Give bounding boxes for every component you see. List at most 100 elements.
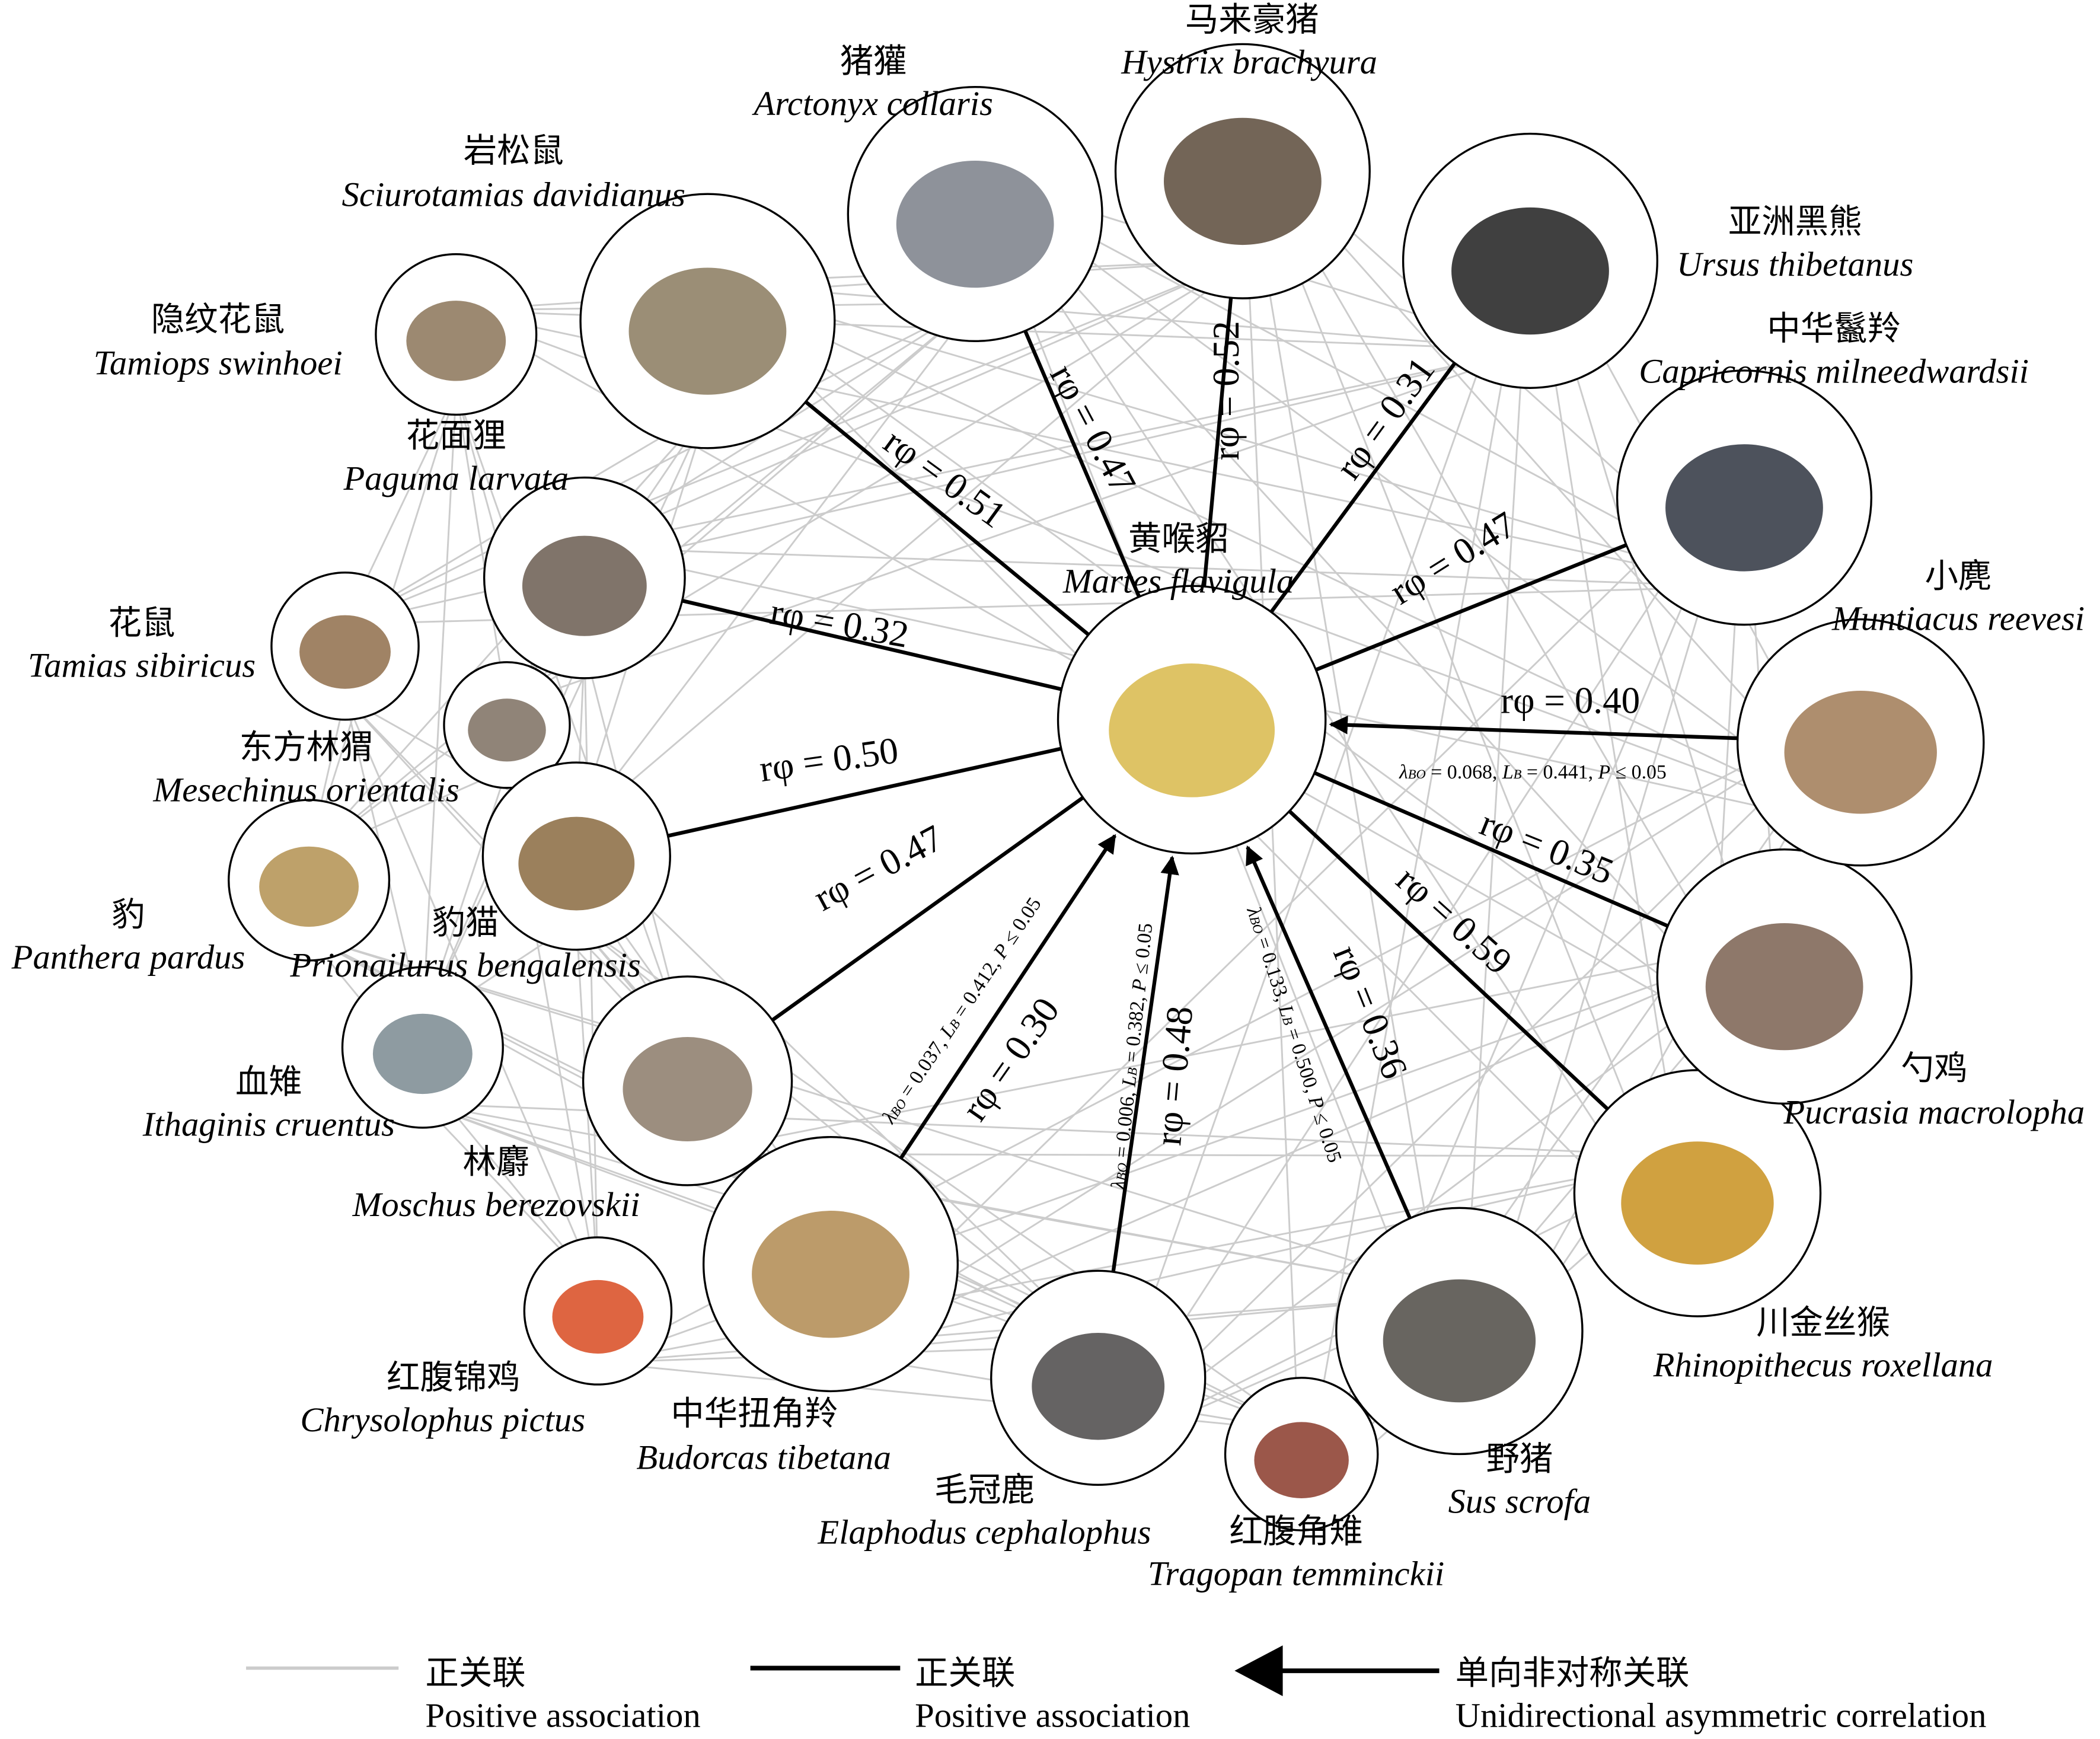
species-node-budorcas[interactable] [702,1136,959,1393]
gray-edge-ursus-paguma [584,349,1531,549]
tamias-photo-icon [299,615,391,689]
species-node-tamiops[interactable] [375,253,538,416]
ithaginis-photo-icon [372,1013,473,1095]
mesechinus-photo-icon [468,698,546,762]
species-latin-name: Sciurotamias davidianus [342,175,685,213]
species-cn-name: 毛冠鹿 [934,1470,1035,1509]
legend-3-cn: 单向非对称关联 [1456,1654,1690,1692]
species-cn-name: 勺鸡 [1901,1049,1968,1088]
species-cn-name: 黄喉貂 [1128,519,1228,558]
budorcas-photo-icon [752,1211,909,1338]
species-latin-name: Prionailurus bengalensis [289,946,640,984]
edge-r-label-ursus: rφ = 0.31 [1327,349,1443,486]
species-node-muntiacus[interactable] [1736,618,1985,867]
lambda-label-part: P [1128,978,1151,993]
species-node-sus[interactable] [1335,1207,1584,1456]
lambda-label-part: B [1125,1067,1140,1077]
species-node-sciurotamias[interactable] [579,193,836,449]
species-latin-name: Tamiops swinhoei [94,344,343,382]
species-node-mesechinus[interactable] [443,661,571,789]
p-value: ≤ 0.05 [1130,922,1157,975]
edge-sus [1246,845,1412,1219]
lambda-label-part: = [1120,1045,1144,1068]
gray-edge-ursus-mesechinus [506,349,1531,707]
edge-hystrix [1202,297,1233,587]
species-node-rhinopithecus[interactable] [1573,1069,1822,1317]
elaphodus-photo-icon [1032,1333,1165,1440]
lambda-label-part: B [1514,767,1522,781]
gray-edge-paguma-chrysolophus [583,648,599,1289]
lambda-label-part: L [1502,761,1514,783]
species-cn-name: 花面狸 [406,417,506,455]
species-latin-name: Paguma larvata [343,459,569,497]
gray-edge-hystrix-prionailurus [576,259,1243,829]
gray-edge-elaphodus-capricornis [1097,459,1745,1453]
sciurotamias-photo-icon [628,267,787,395]
lambda-label-part: , [1588,761,1598,783]
edge-budorcas [899,834,1117,1160]
species-node-tragopan[interactable] [1224,1377,1379,1531]
species-nodes [228,43,1985,1531]
legend-1-cn: 正关联 [425,1654,525,1692]
gray-edge-pucrasia-arctonyx [974,175,1785,1067]
lambda-label-part: = [1426,761,1447,783]
species-node-hystrix[interactable] [1114,43,1371,299]
lambda-label-part: λ [1399,761,1408,783]
panthera-photo-icon [259,846,359,927]
species-node-tamias[interactable] [270,571,420,721]
species-cn-name: 野猪 [1486,1440,1553,1479]
p-value: ≤ 0.05 [1616,761,1667,783]
species-cn-name: 中华鬣羚 [1767,309,1901,348]
species-node-martes[interactable] [1057,585,1327,855]
species-cn-name: 东方林猬 [240,728,374,767]
edge-prionailurus [667,746,1062,838]
species-node-chrysolophus[interactable] [523,1236,673,1386]
gray-edge-moschus-pucrasia [687,937,1785,1155]
edge-rhinopithecus [1288,809,1609,1111]
lambda-label-part: , [1492,761,1502,783]
species-latin-name: Arctonyx collaris [751,84,992,123]
ursus-photo-icon [1451,207,1609,335]
edge-pucrasia [1313,771,1669,928]
species-node-moschus[interactable] [582,975,793,1186]
lambda-label-part: = [1110,1140,1134,1164]
edge-capricornis [1315,543,1627,672]
species-latin-name: Budorcas tibetana [636,1438,891,1476]
species-cn-name: 川金丝猴 [1756,1303,1890,1342]
edge-r-label-pucrasia: rφ = 0.35 [1475,802,1619,892]
gray-edge-capricornis-paguma [584,547,1744,588]
p-value: ≤ 0.05 [999,894,1046,948]
legend-2-cn: 正关联 [915,1654,1015,1692]
hystrix-photo-icon [1163,117,1322,245]
species-cn-name: 马来豪猪 [1185,1,1319,39]
gray-edge-tamiops-moschus [455,390,688,1050]
species-node-elaphodus[interactable] [990,1269,1207,1486]
lb-value: 0.382 [1122,1000,1149,1048]
species-node-panthera[interactable] [228,799,391,962]
gray-edge-rhinopithecus-hystrix [1242,132,1699,1280]
species-cn-name: 林麝 [463,1143,530,1182]
species-node-capricornis[interactable] [1616,369,1872,626]
species-latin-name: Muntiacus reevesi [1831,599,2085,638]
species-node-ursus[interactable] [1402,132,1658,389]
edge-muntiacus [1329,715,1738,741]
species-node-paguma[interactable] [483,476,686,679]
edge-r-label-muntiacus: rφ = 0.40 [1501,680,1640,722]
species-node-prionailurus[interactable] [481,761,671,951]
capricornis-photo-icon [1665,444,1823,572]
species-node-arctonyx[interactable] [847,85,1103,343]
species-latin-name: Rhinopithecus roxellana [1653,1346,1993,1384]
species-cn-name: 隐纹花鼠 [151,300,285,339]
species-latin-name: Tamias sibiricus [28,646,256,685]
gray-edge-capricornis-sciurotamias [707,282,1745,588]
lambda-label-part: L [1118,1074,1141,1089]
species-node-ithaginis[interactable] [341,966,504,1129]
species-latin-name: Capricornis milneedwardsii [1639,352,2029,390]
species-cn-name: 花鼠 [108,604,175,642]
lambda-label-part: , [1127,990,1150,1003]
muntiacus-photo-icon [1784,690,1937,814]
species-latin-name: Tragopan temminckii [1148,1555,1444,1593]
species-node-pucrasia[interactable] [1656,848,1913,1105]
species-latin-name: Sus scrofa [1448,1482,1591,1521]
lambda-value: 0.006 [1112,1096,1139,1143]
